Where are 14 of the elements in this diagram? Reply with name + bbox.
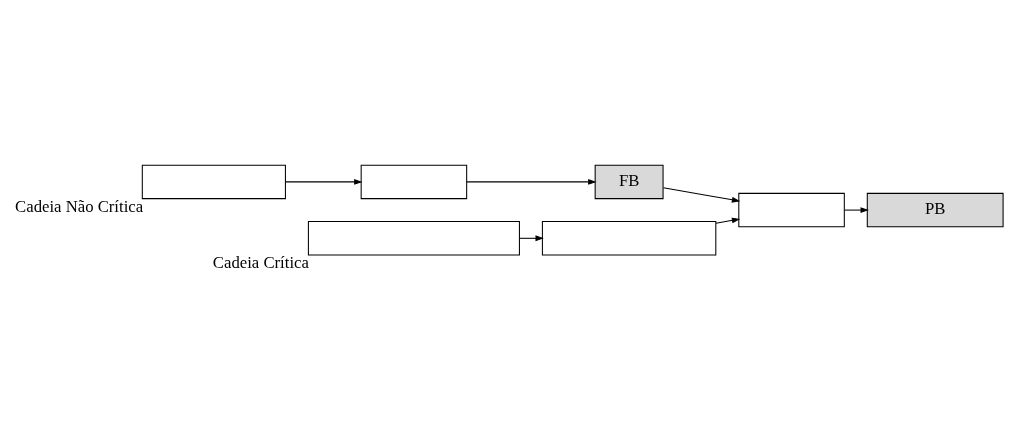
node-box bbox=[360, 164, 467, 200]
arrow bbox=[662, 187, 740, 203]
node-box: FB bbox=[594, 164, 664, 200]
arrow bbox=[465, 178, 597, 185]
node-label: Cadeia Crítica bbox=[212, 253, 309, 273]
node-box bbox=[541, 221, 716, 256]
arrow bbox=[843, 207, 869, 214]
node-label: Cadeia Não Crítica bbox=[14, 196, 143, 216]
node-box bbox=[141, 164, 286, 200]
arrow bbox=[284, 178, 362, 185]
node-box bbox=[737, 192, 845, 228]
arrow bbox=[714, 217, 740, 224]
node-box bbox=[307, 221, 520, 256]
node-box: PB bbox=[866, 192, 1004, 228]
